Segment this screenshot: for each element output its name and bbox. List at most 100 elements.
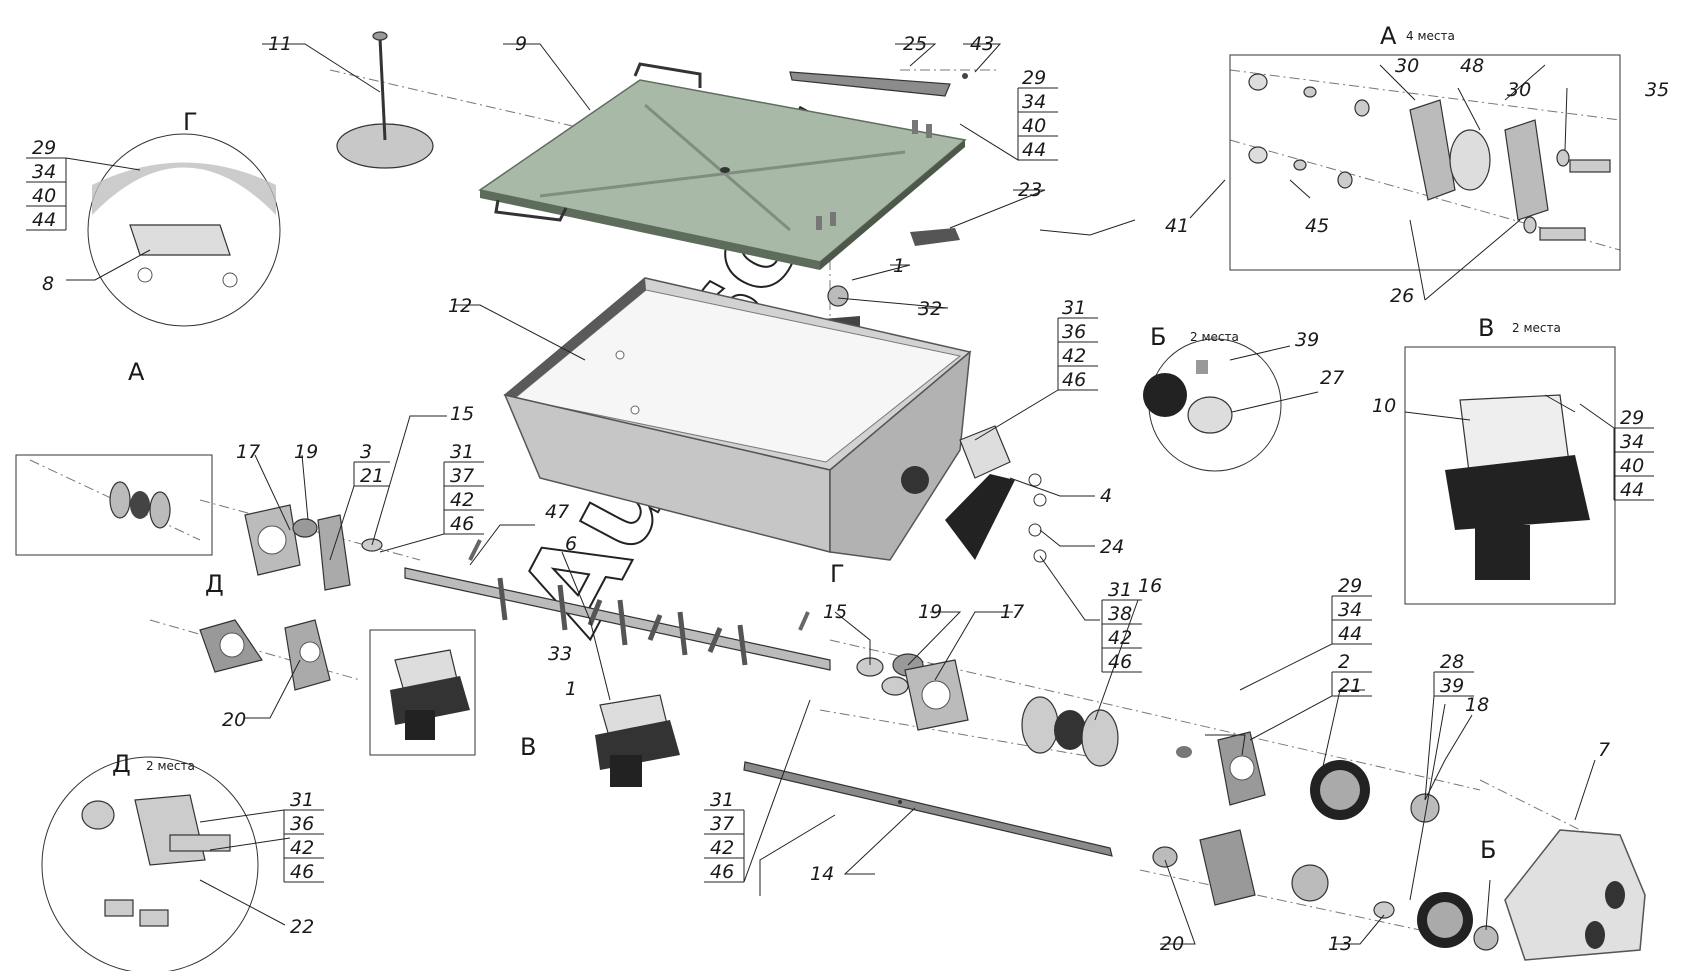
callout-20b: 20 [1160, 933, 1184, 955]
callout-27: 27 [1320, 367, 1344, 389]
view-a-note: 4 места [1406, 29, 1455, 43]
callout-1: 1 [893, 255, 905, 277]
callout-13: 13 [1328, 933, 1352, 955]
callout-39: 39 [1295, 329, 1319, 351]
stack-bracket-31-38-2: 38 [1108, 603, 1132, 625]
callout-24: 24 [1100, 536, 1124, 558]
stack-v-box-1: 29 [1620, 407, 1644, 429]
callout-30b: 30 [1507, 79, 1531, 101]
view-v-letter: В [1478, 314, 1494, 342]
view-labels: А 4 места А Г Г Б 2 места Б В 2 места В … [112, 22, 1561, 864]
inset-a-small [15, 454, 213, 556]
stack-d-circle-1: 31 [290, 789, 314, 811]
side-cover [1504, 829, 1646, 961]
callout-8: 8 [42, 273, 54, 295]
stack-lid-screws: 29 34 40 44 [959, 67, 1058, 161]
callout-9: 9 [515, 33, 527, 55]
callout-18: 18 [1465, 694, 1489, 716]
stack-lid-screws-4: 44 [1022, 139, 1046, 161]
stack-g-circle-1: 29 [32, 137, 56, 159]
callout-17b: 17 [1000, 601, 1024, 623]
callout-14: 14 [810, 863, 834, 885]
callout-25: 25 [903, 33, 927, 55]
callout-35: 35 [1645, 79, 1669, 101]
detail-circle-g [87, 133, 281, 327]
callout-47: 47 [545, 501, 569, 523]
callout-4: 4 [1100, 485, 1112, 507]
stack-v-box-4: 44 [1620, 479, 1644, 501]
right-bearing-assembly [856, 653, 1192, 767]
side-bracket [945, 425, 1047, 563]
hopper-box [503, 277, 972, 561]
callout-41: 41 [1165, 215, 1189, 237]
view-b-small-letter: Б [1480, 836, 1496, 864]
stack-side-plate-2: 21 [360, 465, 384, 487]
stack-right-screws: 29 34 44 [1239, 575, 1372, 691]
view-g-main-letter: Г [830, 560, 845, 588]
callout-15b: 15 [823, 601, 847, 623]
view-b-letter: Б [1150, 323, 1166, 351]
bracket-2-gear-assembly [1152, 731, 1499, 951]
stack-g-circle: 29 34 40 44 [26, 137, 141, 231]
callout-1b: 1 [565, 678, 577, 700]
view-g-circle-letter: Г [183, 108, 198, 136]
agitator-shaft [404, 539, 831, 671]
callout-7: 7 [1598, 739, 1610, 761]
detail-box-v-main [369, 629, 476, 756]
callout-33: 33 [548, 643, 572, 665]
view-d-main-letter: Д [205, 570, 224, 598]
stack-side-plate: 3 21 [329, 441, 390, 561]
callout-12: 12 [448, 295, 472, 317]
stack-bracket-2-1: 2 [1338, 651, 1350, 673]
leader-lines [66, 43, 1596, 945]
callout-19b: 19 [918, 601, 942, 623]
stack-left-bearing-3: 42 [450, 489, 474, 511]
callout-20a: 20 [222, 709, 246, 731]
stack-d-circle-3: 42 [290, 837, 314, 859]
stack-left-bearing: 31 37 42 46 [379, 441, 484, 553]
stack-shaft-bolt-1: 31 [710, 789, 734, 811]
view-a-inset-letter: А [128, 358, 145, 386]
stack-v-box-3: 40 [1620, 455, 1644, 477]
clamp-center [595, 694, 680, 787]
stack-sprocket-1: 28 [1440, 651, 1464, 673]
stack-d-circle-2: 36 [290, 813, 314, 835]
stack-side-plate-1: 3 [360, 441, 372, 463]
stack-shaft-bolt-4: 46 [710, 861, 734, 883]
callout-11: 11 [268, 33, 292, 55]
callout-26: 26 [1390, 285, 1414, 307]
stack-lid-screws-1: 29 [1022, 67, 1046, 89]
slide-strip [789, 71, 968, 97]
stack-bracket-31-38-4: 46 [1108, 651, 1132, 673]
view-d-circle-note: 2 места [146, 759, 195, 773]
detail-circle-d [41, 756, 259, 974]
stack-hopper-side-2: 36 [1062, 321, 1086, 343]
callout-22: 22 [290, 916, 314, 938]
callout-19a: 19 [294, 441, 318, 463]
stack-shaft-bolt-2: 37 [710, 813, 734, 835]
inset-a-bearing [1229, 54, 1621, 271]
detail-circle-b [1143, 338, 1282, 472]
stack-bracket-2-2: 21 [1338, 675, 1362, 697]
stack-hopper-side-1: 31 [1062, 297, 1086, 319]
stack-bracket-31-38: 31 38 42 46 [1101, 579, 1142, 673]
view-v-main-letter: В [520, 733, 536, 761]
stack-g-circle-2: 34 [32, 161, 56, 183]
stack-bracket-2: 2 21 [1249, 651, 1372, 741]
drive-shaft [743, 761, 1113, 857]
callout-43: 43 [970, 33, 994, 55]
stack-hopper-side: 31 36 42 46 [974, 297, 1098, 441]
callout-16: 16 [1138, 575, 1162, 597]
callout-45: 45 [1305, 215, 1329, 237]
stack-lid-screws-2: 34 [1022, 91, 1046, 113]
stack-right-screws-2: 34 [1338, 599, 1362, 621]
view-d-circle-letter: Д [112, 750, 131, 778]
stack-v-box-2: 34 [1620, 431, 1644, 453]
stack-sprocket: 28 39 [1424, 651, 1474, 801]
callouts: 11 9 25 43 23 1 32 12 4 24 16 7 18 14 20… [42, 33, 1669, 955]
callout-17a: 17 [236, 441, 260, 463]
stack-d-circle: 31 36 42 46 [199, 789, 324, 883]
stack-hopper-side-3: 42 [1062, 345, 1086, 367]
left-bearing-assembly [199, 504, 383, 691]
